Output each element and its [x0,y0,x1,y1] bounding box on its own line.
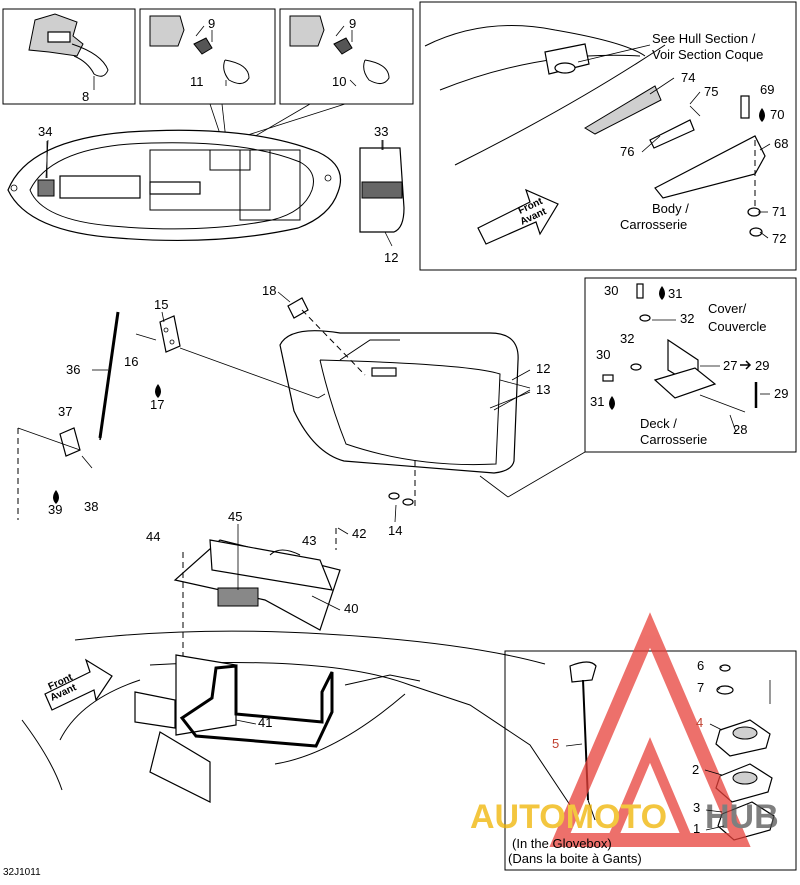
label-28: 28 [733,422,747,437]
label-38: 38 [84,499,98,514]
hull-section-box [419,1,797,271]
label-11: 11 [190,74,204,89]
label-18: 18 [262,283,276,298]
front-arrow-bottom [44,658,113,711]
note-cover-2: Couvercle [708,319,767,334]
label-27: 27 [723,358,737,373]
part-number-labels: 8 9 11 9 10 34 33 12 74 75 69 70 68 76 7… [38,16,788,836]
label-14: 14 [388,523,402,538]
label-10: 10 [332,74,346,89]
label-12-mid: 12 [536,361,550,376]
notes: See Hull Section / Voir Section Coque Bo… [3,31,767,878]
label-2: 2 [692,762,699,777]
label-29: 29 [774,386,788,401]
note-body-2: Carrosserie [620,217,687,232]
label-42: 42 [352,526,366,541]
label-68: 68 [774,136,788,151]
label-7: 7 [697,680,704,695]
label-4: 4 [696,715,703,730]
leader-lines [45,25,771,831]
drop-icon [53,490,59,504]
label-8: 8 [82,89,89,104]
automotohub-watermark: AUTOMOTO HUB [470,612,779,847]
label-36: 36 [66,362,80,377]
cover-deck-box [584,277,797,453]
label-39: 39 [48,502,62,517]
glovebox-tray [173,528,341,660]
front-arrow-top [477,188,559,245]
label-44: 44 [146,529,160,544]
note-glove-1: (In the Glovebox) [512,836,612,851]
label-16: 16 [124,354,138,369]
drop-icon [659,286,665,300]
lower-boat-deck [21,630,571,806]
inset-box-pad-9-11 [139,8,276,105]
label-31-left: 31 [590,394,604,409]
label-12-top: 12 [384,250,398,265]
label-41: 41 [258,715,272,730]
label-32-top: 32 [680,311,694,326]
note-deck-1: Deck / [640,416,677,431]
drop-icon [759,108,765,122]
label-45: 45 [228,509,242,524]
note-body-1: Body / [652,201,689,216]
seat-cover-assembly [179,297,586,510]
label-9-left: 9 [208,16,215,31]
label-71: 71 [772,204,786,219]
label-72: 72 [772,231,786,246]
gas-spring-hinges [17,311,181,520]
note-hull-2: Voir Section Coque [652,47,763,62]
drop-icon [155,384,161,398]
label-74: 74 [681,70,695,85]
label-43: 43 [302,533,316,548]
label-6: 6 [697,658,704,673]
inset-box-pad-9-10 [279,8,414,105]
label-5: 5 [552,736,559,751]
label-34: 34 [38,124,52,139]
note-glove-2: (Dans la boite à Gants) [508,851,642,866]
label-15: 15 [154,297,168,312]
boat-top-view [7,129,342,242]
label-30-top: 30 [604,283,618,298]
inset-box-cable-tie [2,8,136,105]
diagram-code: 32J1011 [3,867,41,878]
label-3: 3 [693,800,700,815]
symbols [53,108,765,504]
label-37: 37 [58,404,72,419]
note-deck-2: Carrosserie [640,432,707,447]
label-32-left: 32 [620,331,634,346]
arrow-right-icon [740,360,752,370]
label-33: 33 [374,124,388,139]
label-17: 17 [150,397,164,412]
seat-cover-33 [46,140,405,247]
label-1: 1 [693,821,700,836]
label-30-left: 30 [596,347,610,362]
label-13: 13 [536,382,550,397]
label-75: 75 [704,84,718,99]
label-31-top: 31 [668,286,682,301]
label-70: 70 [770,107,784,122]
label-76: 76 [620,144,634,159]
label-9-right: 9 [349,16,356,31]
watermark-text-left: AUTOMOTO [470,798,667,836]
note-hull-1: See Hull Section / [652,31,756,46]
label-29-arrow: 29 [755,358,769,373]
label-40: 40 [344,601,358,616]
note-cover-1: Cover/ [708,301,747,316]
label-69: 69 [760,82,774,97]
drop-icon [609,396,615,410]
watermark-text-right: HUB [705,798,779,836]
